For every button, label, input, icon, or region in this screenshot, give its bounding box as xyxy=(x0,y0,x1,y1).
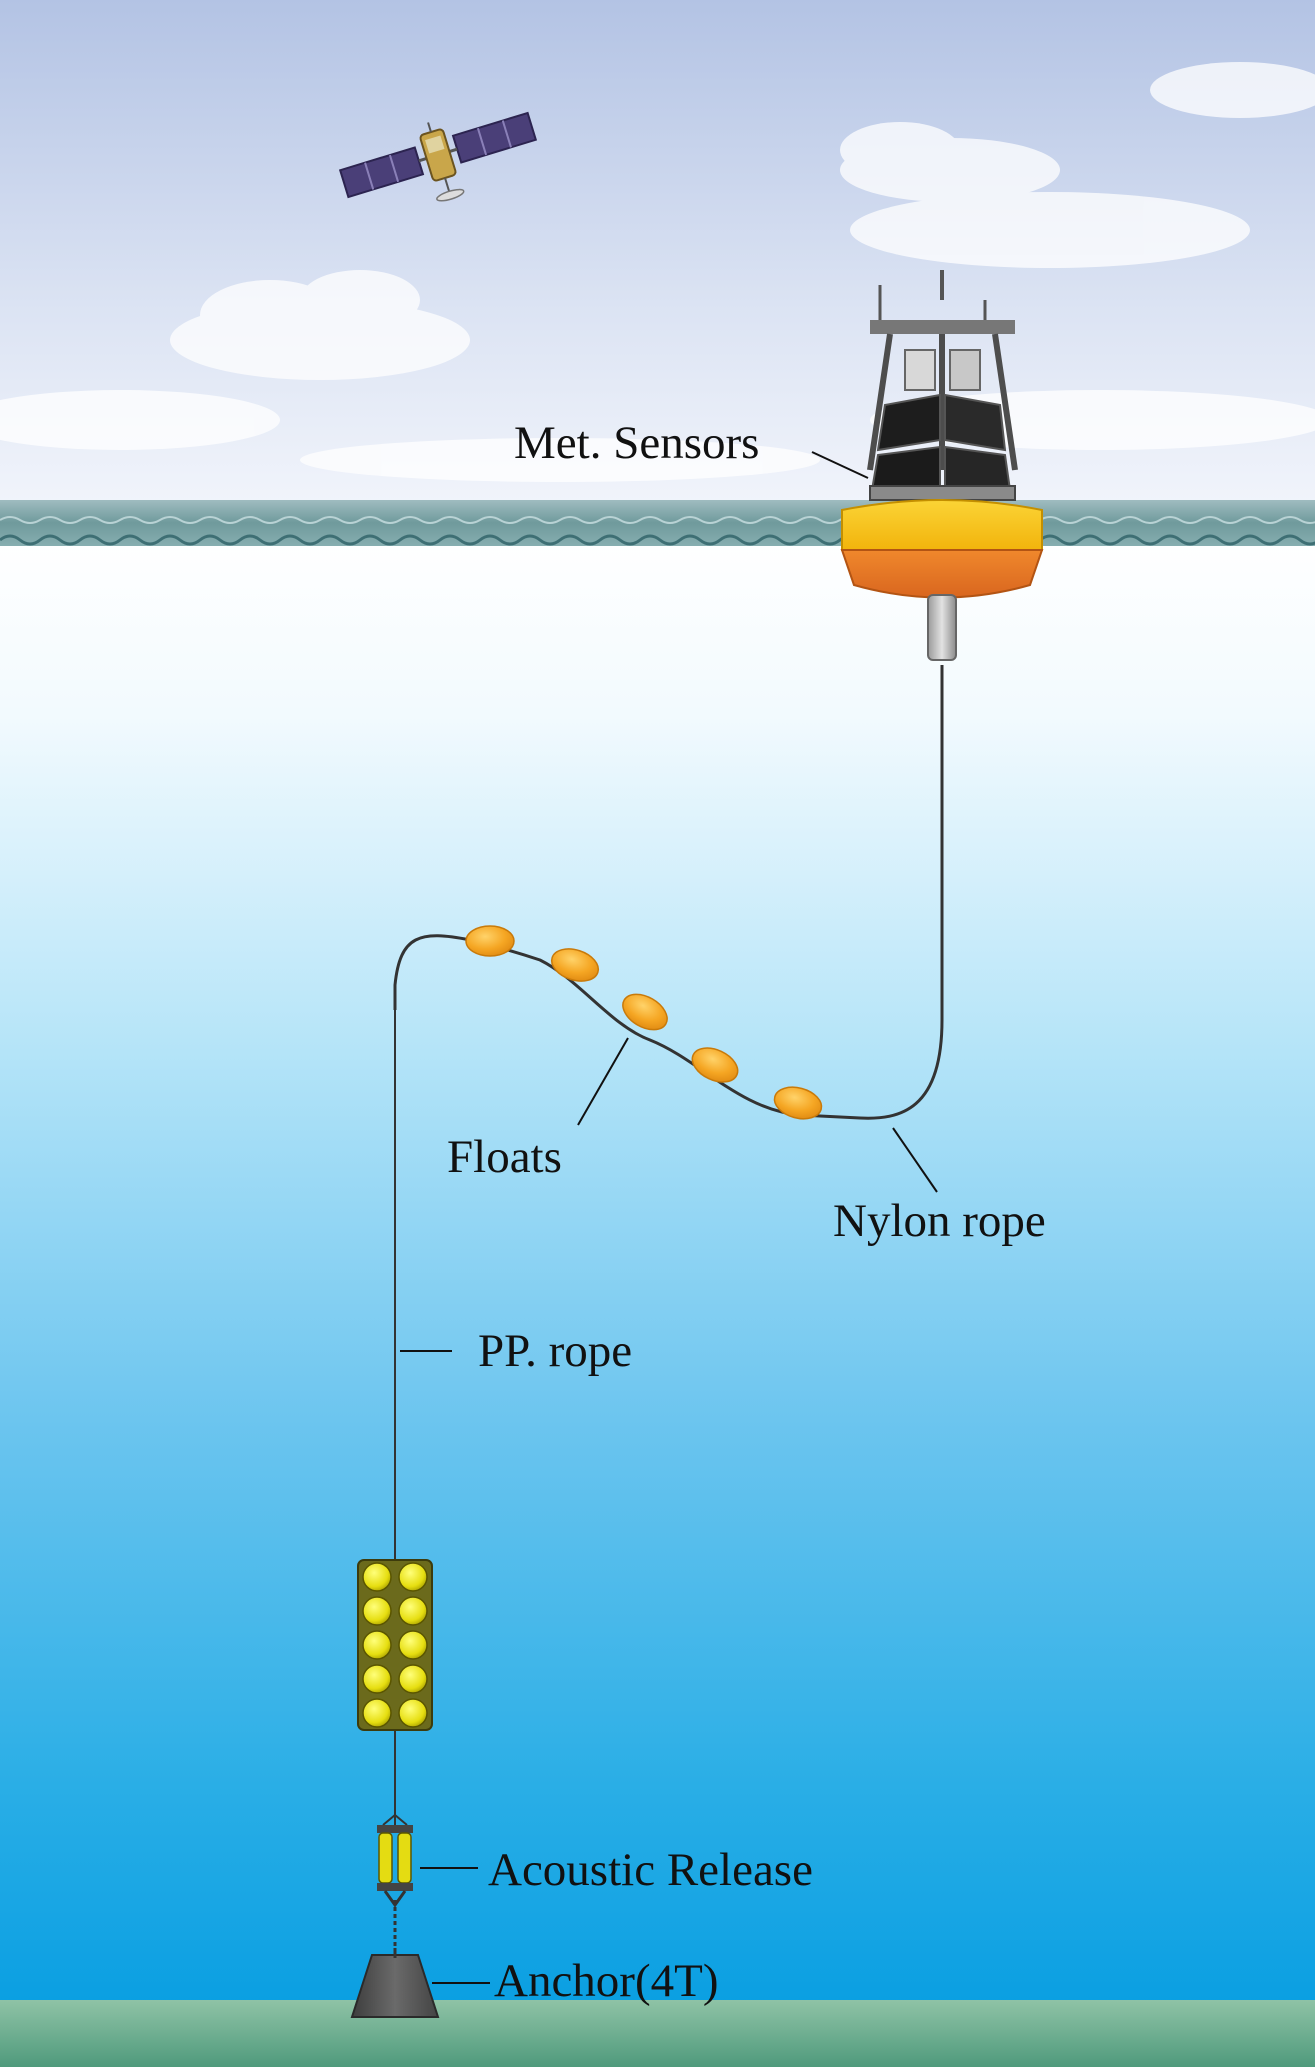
glass-float xyxy=(398,1596,428,1626)
glass-float xyxy=(398,1664,428,1694)
glass-float xyxy=(362,1630,392,1660)
label-nylon-rope: Nylon rope xyxy=(833,1195,1046,1247)
float xyxy=(465,925,515,957)
nylon-rope-curve xyxy=(393,934,944,1120)
label-anchor: Anchor(4T) xyxy=(494,1955,718,2007)
label-floats: Floats xyxy=(447,1131,562,1183)
glass-float xyxy=(362,1562,392,1592)
buoy xyxy=(840,270,1044,661)
acoustic-release xyxy=(377,1814,413,1908)
glass-float xyxy=(362,1664,392,1694)
glass-float xyxy=(398,1698,428,1728)
water xyxy=(0,540,1315,2005)
label-acoustic-release: Acoustic Release xyxy=(488,1844,813,1896)
glass-float xyxy=(362,1698,392,1728)
sea-surface xyxy=(0,500,1315,546)
float xyxy=(622,993,668,1031)
met-sensors-leader xyxy=(811,451,869,479)
float xyxy=(550,948,600,982)
anchor xyxy=(350,1948,440,2018)
glass-float xyxy=(398,1562,428,1592)
float xyxy=(773,1086,823,1120)
nylon-rope-leader xyxy=(892,1127,938,1193)
seabed xyxy=(0,2000,1315,2067)
leader-lines xyxy=(400,451,938,1984)
label-pp-rope: PP. rope xyxy=(478,1325,632,1377)
floats-leader xyxy=(577,1037,629,1126)
glass-float xyxy=(362,1596,392,1626)
floats-group xyxy=(465,925,823,1120)
glass-float-rack xyxy=(357,1559,433,1731)
float xyxy=(691,1047,739,1083)
label-met-sensors: Met. Sensors xyxy=(514,417,759,469)
glass-float xyxy=(398,1630,428,1660)
satellite xyxy=(338,111,538,202)
